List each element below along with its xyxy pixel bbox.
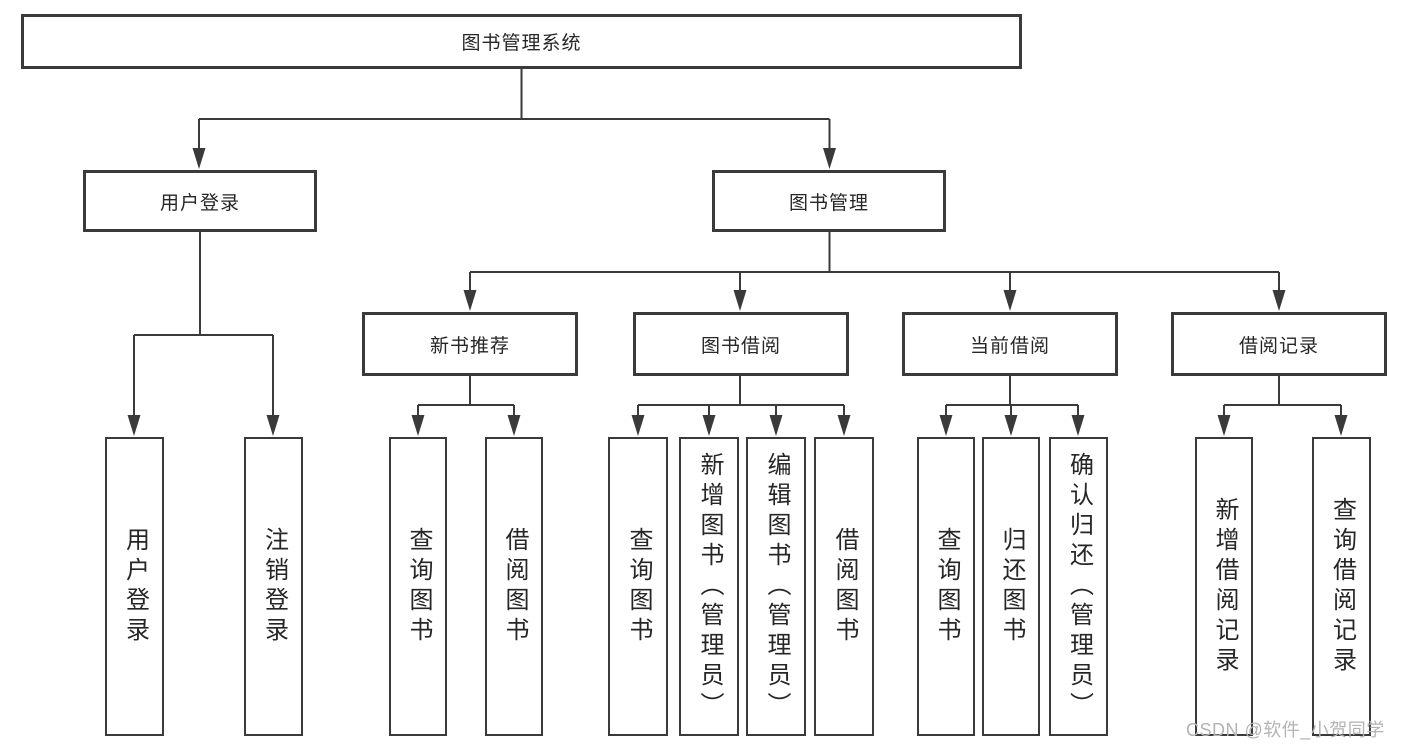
arrow-down-icon bbox=[1071, 415, 1085, 436]
leaf-query-books-borrow-label: 查询图书 bbox=[625, 526, 652, 647]
node-current-borrow-label: 当前借阅 bbox=[969, 335, 1050, 357]
leaf-borrow-books-recommend-label: 借阅图书 bbox=[501, 526, 528, 647]
arrow-down-icon bbox=[507, 415, 521, 436]
leaf-query-books-recommend-label: 查询图书 bbox=[405, 526, 432, 647]
leaf-query-borrow-record-label: 查询借阅记录 bbox=[1328, 496, 1356, 677]
node-new-book-recommend-label: 新书推荐 bbox=[429, 335, 510, 357]
leaf-user-login-label: 用户登录 bbox=[121, 526, 149, 647]
arrow-down-icon bbox=[1003, 290, 1017, 311]
leaf-query-books-current: 查询图书 bbox=[917, 437, 975, 736]
arrow-down-icon bbox=[939, 415, 953, 436]
node-book-borrow-label: 图书借阅 bbox=[700, 335, 781, 357]
node-user-login: 用户登录 bbox=[83, 170, 317, 232]
leaf-add-borrow-record: 新增借阅记录 bbox=[1195, 437, 1253, 736]
leaf-add-book-admin: 新增图书（管理员） bbox=[679, 437, 739, 736]
arrow-down-icon bbox=[733, 290, 747, 311]
arrow-down-icon bbox=[1004, 415, 1018, 436]
arrow-down-icon bbox=[769, 415, 783, 436]
node-book-borrow: 图书借阅 bbox=[633, 312, 849, 376]
arrowhead-icons bbox=[127, 148, 1348, 436]
leaf-add-book-admin-label: 新增图书（管理员） bbox=[696, 451, 723, 722]
node-root: 图书管理系统 bbox=[21, 14, 1022, 69]
leaf-return-book: 归还图书 bbox=[982, 437, 1040, 736]
node-user-login-label: 用户登录 bbox=[159, 192, 240, 214]
node-current-borrow: 当前借阅 bbox=[902, 312, 1118, 376]
connector-paths bbox=[133, 69, 1342, 417]
leaf-confirm-return-admin: 确认归还（管理员） bbox=[1049, 437, 1108, 736]
node-book-management: 图书管理 bbox=[712, 170, 946, 232]
arrow-down-icon bbox=[411, 415, 425, 436]
leaf-add-borrow-record-label: 新增借阅记录 bbox=[1211, 496, 1238, 677]
arrow-down-icon bbox=[192, 148, 206, 169]
arrow-down-icon bbox=[1272, 290, 1286, 311]
leaf-return-book-label: 归还图书 bbox=[998, 526, 1025, 647]
leaf-query-borrow-record: 查询借阅记录 bbox=[1312, 437, 1371, 736]
leaf-borrow-books: 借阅图书 bbox=[814, 437, 874, 736]
node-root-label: 图书管理系统 bbox=[461, 33, 582, 54]
node-book-management-label: 图书管理 bbox=[788, 192, 869, 214]
watermark: CSDN @软件_小贺同学 bbox=[1186, 720, 1385, 740]
leaf-borrow-books-recommend: 借阅图书 bbox=[485, 437, 543, 736]
arrow-down-icon bbox=[463, 290, 477, 311]
leaf-edit-book-admin: 编辑图书（管理员） bbox=[746, 437, 806, 736]
arrow-down-icon bbox=[127, 415, 141, 436]
leaf-query-books-current-label: 查询图书 bbox=[933, 526, 960, 647]
arrow-down-icon bbox=[702, 415, 716, 436]
leaf-query-books-borrow: 查询图书 bbox=[608, 437, 668, 736]
arrow-down-icon bbox=[1217, 415, 1231, 436]
leaf-edit-book-admin-label: 编辑图书（管理员） bbox=[763, 451, 790, 722]
node-borrow-records-label: 借阅记录 bbox=[1238, 335, 1319, 357]
node-new-book-recommend: 新书推荐 bbox=[362, 312, 578, 376]
arrow-down-icon bbox=[266, 415, 280, 436]
leaf-confirm-return-admin-label: 确认归还（管理员） bbox=[1065, 451, 1093, 722]
arrow-down-icon bbox=[823, 148, 836, 169]
arrow-down-icon bbox=[631, 415, 645, 436]
arrow-down-icon bbox=[837, 415, 851, 436]
leaf-user-login: 用户登录 bbox=[105, 437, 164, 736]
leaf-borrow-books-label: 借阅图书 bbox=[831, 526, 858, 647]
arrow-down-icon bbox=[1334, 415, 1348, 436]
leaf-logout-label: 注销登录 bbox=[260, 526, 288, 647]
node-borrow-records: 借阅记录 bbox=[1171, 312, 1387, 376]
leaf-logout: 注销登录 bbox=[244, 437, 303, 736]
leaf-query-books-recommend: 查询图书 bbox=[389, 437, 447, 736]
